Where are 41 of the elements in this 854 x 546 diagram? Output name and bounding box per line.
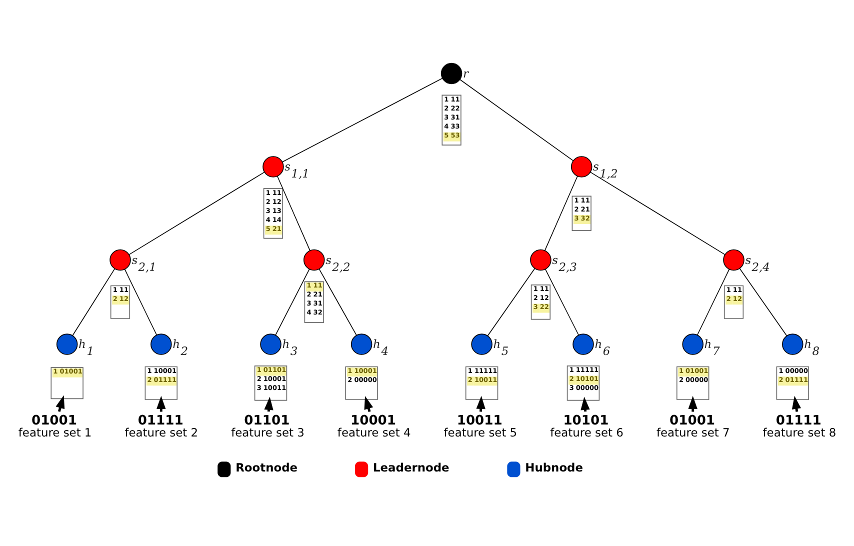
node-circle: [56, 333, 78, 354]
node-text: 01001 feature set 7: [656, 413, 730, 439]
node-circle: [723, 248, 744, 270]
node-circle: [782, 333, 804, 354]
connector: [275, 268, 310, 336]
node-circle: [260, 333, 282, 354]
node-circle: [530, 248, 552, 270]
node-text: 01001 feature set 1: [18, 413, 92, 439]
node-text: 10101 feature set 6: [550, 413, 624, 439]
node-circle: [262, 156, 284, 177]
node-text: 10001 feature set 4: [337, 413, 411, 439]
connector: [697, 268, 730, 335]
legend-label: Rootnode: [236, 460, 298, 474]
connector: [277, 175, 310, 250]
connector: [545, 268, 579, 335]
node-circle: [471, 333, 492, 354]
connector: [544, 175, 578, 250]
node-label: r: [462, 66, 468, 80]
connector: [282, 77, 443, 162]
node-circle: [150, 333, 172, 354]
node-circle: [303, 248, 325, 270]
node-circle: [682, 333, 704, 354]
connector: [460, 78, 574, 161]
connector: [128, 171, 265, 254]
legend-label: Leadernode: [373, 460, 450, 474]
node-text: 01111 feature set 2: [124, 413, 198, 439]
connector: [124, 268, 157, 335]
connector: [739, 267, 788, 336]
node-text: 01101 feature set 3: [231, 413, 304, 439]
node-circle: [110, 248, 131, 270]
node-circle: [570, 156, 592, 177]
legend-label: Hubnode: [525, 460, 584, 474]
connector: [72, 268, 116, 336]
connector: [487, 267, 536, 336]
connector: [318, 268, 357, 336]
node-circle: [350, 333, 372, 354]
node-text: 10011 feature set 5: [444, 413, 518, 439]
node-circle: [572, 333, 594, 354]
node-circle: [440, 62, 462, 84]
connector: [590, 171, 726, 254]
node-text: 01111 feature set 8: [762, 413, 836, 439]
